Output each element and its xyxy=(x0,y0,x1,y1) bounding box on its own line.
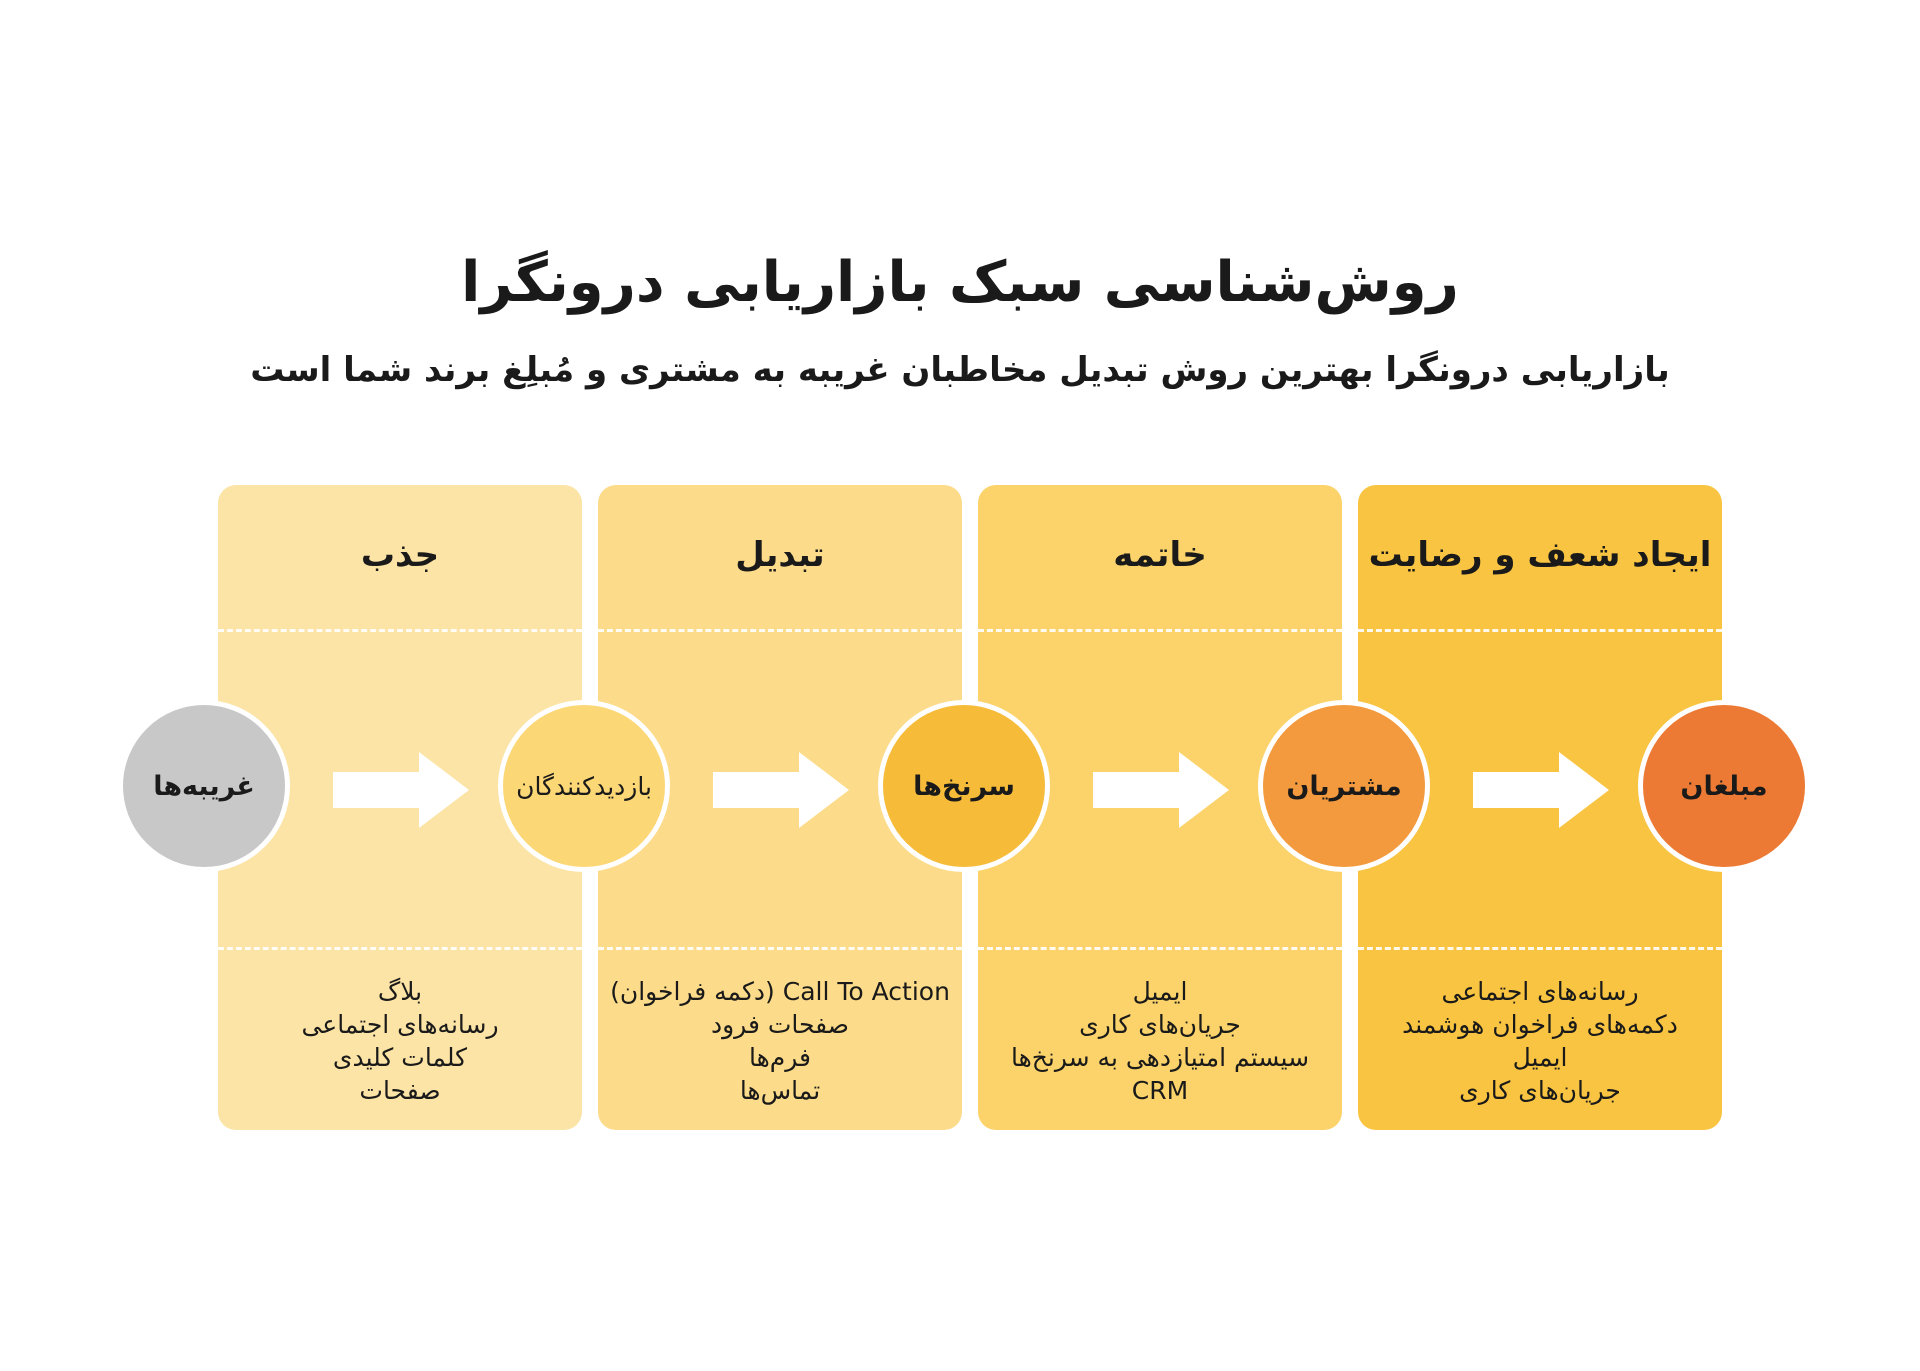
tactic-item: صفحات فرود xyxy=(710,1010,850,1039)
tactic-item: رسانه‌های اجتماعی xyxy=(1441,977,1639,1006)
stage-tactics: Call To Action (دکمه فراخوان) صفحات فرود… xyxy=(608,975,952,1107)
stage-title: تبدیل xyxy=(735,535,825,575)
tactic-item: ایمیل xyxy=(1512,1043,1568,1072)
tactic-item: ایمیل xyxy=(1132,977,1188,1006)
stage-title: خاتمه xyxy=(1113,535,1207,575)
tactic-item: جریان‌های کاری xyxy=(1079,1010,1241,1039)
divider-bottom xyxy=(978,947,1342,950)
persona-visitors: بازدیدکنندگان xyxy=(498,700,670,872)
persona-customers: مشتریان xyxy=(1258,700,1430,872)
divider-bottom xyxy=(598,947,962,950)
tactic-item: Call To Action (دکمه فراخوان) xyxy=(610,977,950,1006)
tactic-item: جریان‌های کاری xyxy=(1459,1076,1621,1105)
tactic-item: رسانه‌های اجتماعی xyxy=(301,1010,499,1039)
divider-top xyxy=(1358,629,1722,632)
page-title: روش‌شناسی سبک بازاریابی درونگرا xyxy=(461,250,1459,315)
persona-leads: سرنخ‌ها xyxy=(878,700,1050,872)
tactic-item: تماس‌ها xyxy=(739,1076,821,1105)
tactic-item: صفحات xyxy=(359,1076,441,1105)
arrow-right-icon xyxy=(1473,752,1609,828)
tactic-item: کلمات کلیدی xyxy=(332,1043,468,1072)
persona-promoters: مبلغان xyxy=(1638,700,1810,872)
arrow-right-icon xyxy=(1093,752,1229,828)
stage-title: جذب xyxy=(360,535,440,575)
arrow-right-icon xyxy=(333,752,469,828)
stage-tactics: ایمیل جریان‌های کاری سیستم امتیازدهی به … xyxy=(988,975,1332,1107)
tactic-item: دکمه‌های فراخوان هوشمند xyxy=(1402,1010,1678,1039)
tactic-item: بلاگ xyxy=(377,977,423,1006)
tactic-item: فرم‌ها xyxy=(748,1043,812,1072)
tactic-item: CRM xyxy=(1131,1076,1189,1105)
arrow-right-icon xyxy=(713,752,849,828)
persona-strangers: غریبه‌ها xyxy=(118,700,290,872)
stage-tactics: بلاگ رسانه‌های اجتماعی کلمات کلیدی صفحات xyxy=(228,975,572,1107)
divider-top xyxy=(598,629,962,632)
divider-bottom xyxy=(1358,947,1722,950)
stage-title: ایجاد شعف و رضایت xyxy=(1368,535,1712,575)
stage-tactics: رسانه‌های اجتماعی دکمه‌های فراخوان هوشمن… xyxy=(1368,975,1712,1107)
tactic-item: سیستم امتیازدهی به سرنخ‌ها xyxy=(1010,1043,1310,1072)
divider-bottom xyxy=(218,947,582,950)
divider-top xyxy=(218,629,582,632)
divider-top xyxy=(978,629,1342,632)
page-subtitle: بازاریابی درونگرا بهترین روش تبدیل مخاطب… xyxy=(250,350,1670,390)
